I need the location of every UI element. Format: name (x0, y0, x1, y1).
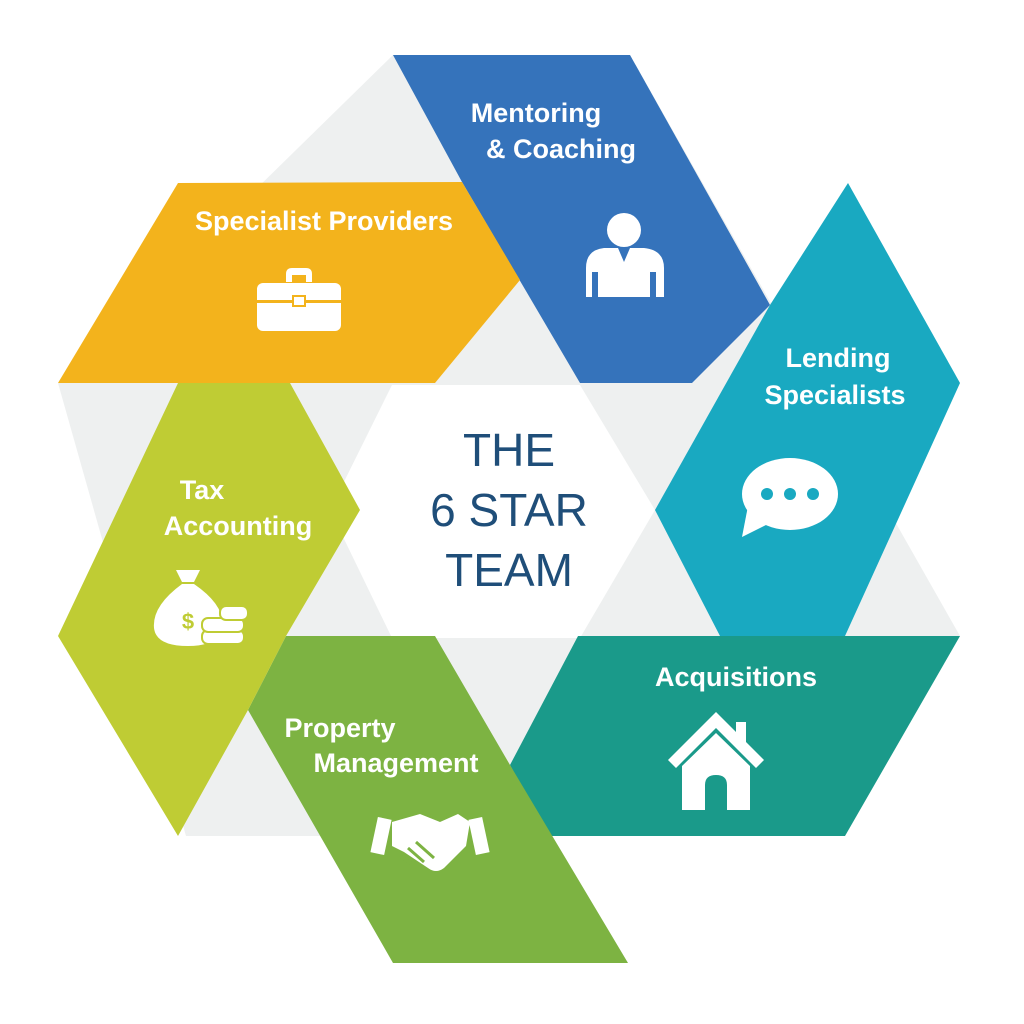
segment-label-line2: Management (313, 748, 478, 778)
svg-text:$: $ (182, 609, 194, 634)
segment-label-line2: Specialists (764, 380, 905, 410)
segment-acquisitions: Acquisitions (510, 636, 960, 836)
segment-shape (248, 636, 628, 963)
center-title-line2: 6 STAR (430, 484, 588, 536)
center-title-line1: THE (463, 424, 555, 476)
center-title: THE 6 STAR TEAM (430, 424, 588, 596)
segment-label-line2: & Coaching (486, 134, 636, 164)
segment-shape (58, 182, 520, 383)
segment-label-line2: Accounting (164, 511, 313, 541)
person-icon (586, 213, 664, 297)
segment-tax-accounting: Tax Accounting $ (58, 383, 360, 836)
segment-label-line1: Lending (786, 343, 891, 373)
segment-label-line1: Acquisitions (655, 662, 817, 692)
money-bag-icon: $ (153, 570, 249, 646)
briefcase-icon (257, 268, 341, 331)
speech-bubble-icon (742, 458, 838, 537)
segment-label-line1: Specialist Providers (195, 206, 453, 236)
segment-lending-specialists: Lending Specialists (655, 183, 960, 636)
segment-label-line1: Tax (180, 475, 225, 505)
segment-mentoring-coaching: Mentoring & Coaching (393, 55, 770, 383)
segment-shape (393, 55, 770, 383)
center-title-line3: TEAM (445, 544, 573, 596)
house-icon (668, 712, 764, 810)
center-area (330, 385, 655, 638)
handshake-icon (370, 814, 490, 871)
segment-specialist-providers: Specialist Providers (58, 182, 520, 383)
segment-property-management: Property Management (248, 636, 628, 963)
segment-shape (655, 183, 960, 636)
segment-label-line1: Mentoring (471, 98, 601, 128)
segment-label-line1: Property (284, 713, 395, 743)
